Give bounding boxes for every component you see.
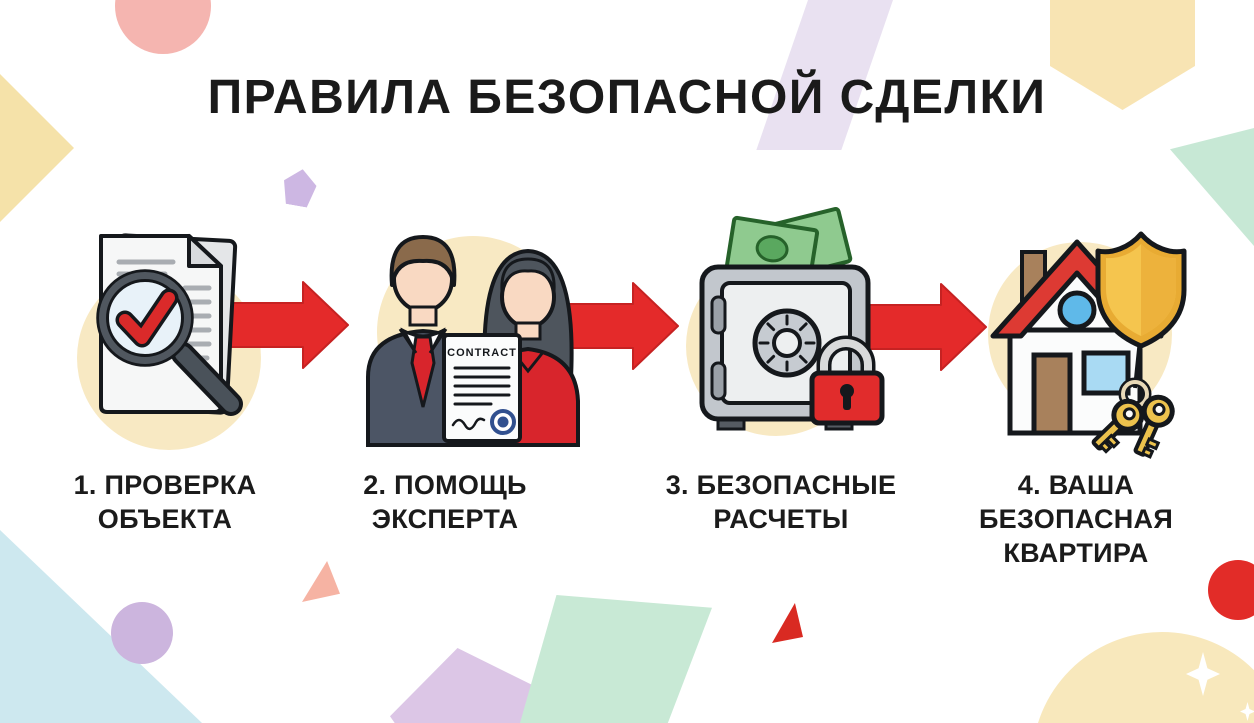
caption-line: КВАРТИРА: [1003, 538, 1149, 569]
caption-line: 1. ПРОВЕРКА: [73, 470, 257, 500]
banknote-icon: [725, 215, 820, 282]
caption-line: ЭКСПЕРТА: [371, 504, 519, 535]
signature-squiggle: [451, 417, 486, 431]
safe-money-padlock-icon: [699, 207, 885, 431]
buyer-and-expert-contract-icon: CONTRACT: [366, 235, 580, 447]
step-caption-2: 2. ПОМОЩЬ ЭКСПЕРТА: [295, 468, 595, 536]
step-caption-1: 1. ПРОВЕРКА ОБЪЕКТА: [15, 468, 315, 536]
safe-dial: [752, 308, 822, 378]
caption-line: 2. ПОМОЩЬ: [363, 470, 527, 500]
arrow-right-icon: [221, 281, 349, 369]
contract-document: CONTRACT: [442, 333, 522, 443]
house-shield-keys-icon: [990, 231, 1187, 459]
document-check-magnifier-icon: [96, 233, 243, 416]
caption-line: 4. ВАША: [1017, 470, 1135, 500]
keys-icon: [1091, 377, 1175, 459]
contract-title: CONTRACT: [447, 347, 517, 359]
deco-lavender-circle: [111, 602, 173, 664]
caption-line: 3. БЕЗОПАСНЫЕ: [665, 470, 897, 500]
contract-text-lines: [453, 366, 511, 406]
caption-line: БЕЗОПАСНАЯ: [978, 504, 1174, 535]
deco-red-circle: [1208, 560, 1254, 620]
checkmark-icon: [115, 288, 179, 348]
caption-line: РАСЧЕТЫ: [713, 504, 849, 535]
seal-center: [497, 416, 509, 428]
page-title: ПРАВИЛА БЕЗОПАСНОЙ СДЕЛКИ: [207, 71, 1047, 124]
step-caption-3: 3. БЕЗОПАСНЫЕ РАСЧЕТЫ: [631, 468, 931, 536]
padlock-icon: [809, 335, 885, 426]
shield-icon: [1095, 231, 1187, 349]
caption-line: ОБЪЕКТА: [97, 504, 233, 535]
step-caption-4: 4. ВАША БЕЗОПАСНАЯ КВАРТИРА: [926, 468, 1226, 570]
document-folded-corner: [187, 234, 223, 268]
